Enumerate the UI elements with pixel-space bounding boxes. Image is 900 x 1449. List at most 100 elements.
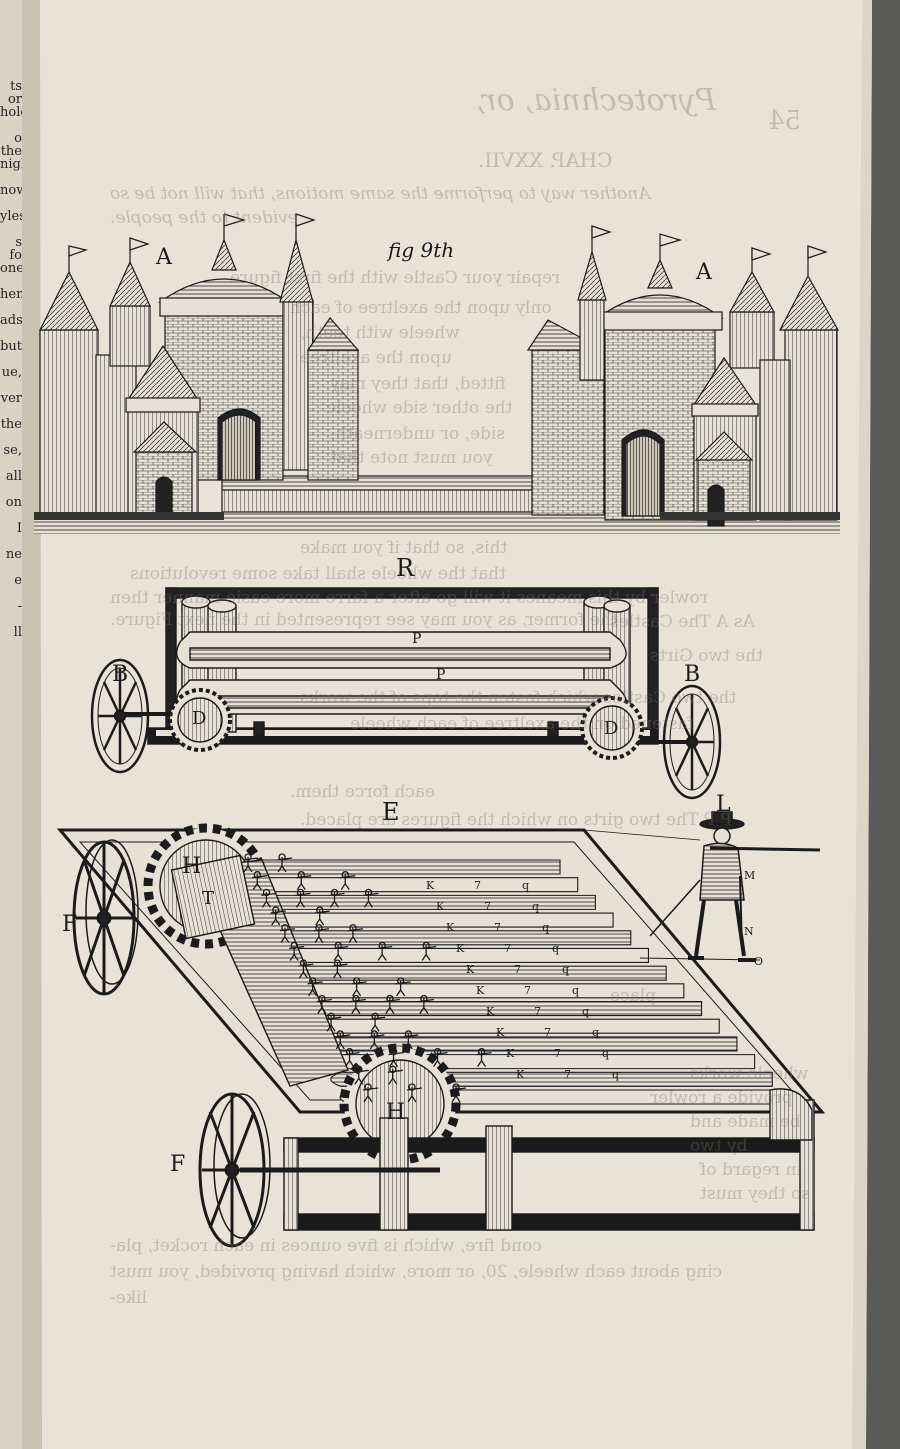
ghost-line: As A The Castles (610, 612, 755, 632)
rocket-figure (432, 1047, 448, 1067)
ghost-line: repair your Castle with the first figure (230, 268, 561, 288)
ghost-line: wheele works (690, 1064, 809, 1084)
margin-fragment: night (0, 158, 22, 171)
girt-mark-k: K (486, 1005, 495, 1018)
label-frame-r: R (396, 554, 415, 582)
girt-mark-seven: 7 (494, 921, 501, 934)
ghost-line: upon the axeltree (300, 348, 452, 368)
girt-mark-q: q (552, 942, 560, 955)
margin-fragment: ads (0, 314, 22, 327)
margin-fragment: o the (0, 132, 22, 158)
girt-mark-seven: 7 (484, 900, 491, 913)
label-mark-m: M (744, 869, 756, 882)
rocket-figure (276, 853, 293, 873)
girt-mark-q: q (602, 1047, 610, 1060)
rocket-figure (476, 1047, 492, 1067)
chapter-heading: CHAP. XXVII. (478, 148, 613, 172)
margin-fragment: but (0, 340, 22, 353)
rocket-figure (344, 1047, 360, 1067)
margin-fragment: s fo (9, 236, 22, 262)
label-wheel-left: B (112, 662, 129, 687)
girt-mark-seven: 7 (504, 942, 511, 955)
rocket-figure (347, 924, 364, 944)
girt-figures (242, 853, 492, 1103)
rocket-figure (261, 888, 277, 908)
girt-mark-q: q (532, 900, 540, 913)
rocket-figure (418, 994, 434, 1014)
girt-mark-k: K (506, 1047, 515, 1060)
wheel-upper-large (72, 839, 139, 996)
rocket-figure (388, 1047, 404, 1067)
ghost-line: the former, as you may see represented i… (110, 610, 618, 630)
rocket-figure (350, 994, 366, 1014)
girt-band (247, 912, 614, 928)
label-cog-lower: H (386, 1100, 406, 1125)
girt-mark-k: K (436, 900, 445, 913)
rocket-figure (295, 888, 311, 908)
rocket-figure (335, 1030, 351, 1050)
margin-fragment: all (5, 470, 22, 483)
girt-mark-seven: 7 (514, 963, 521, 976)
ghost-line: the other side wheele (326, 398, 513, 418)
ghost-line: P P The two girts on which the figures a… (300, 810, 733, 830)
girt-mark-q: q (582, 1005, 590, 1018)
margin-fragment: one (0, 262, 22, 275)
margin-fragment: hen (0, 288, 22, 301)
label-frame-e: E (382, 798, 400, 826)
girt-mark-k: K (516, 1068, 525, 1081)
girt-band (256, 930, 632, 946)
ghost-line: fitted, that they may (330, 374, 506, 394)
rocket-figure (325, 1012, 342, 1032)
ghost-line: in regard of (700, 1160, 802, 1180)
rocket-figure (351, 977, 367, 997)
margin-fragment: e (14, 574, 22, 587)
rocket-figure (340, 871, 356, 891)
ghost-line: the two Castles which fasten the tops of… (300, 688, 737, 708)
ghost-line: like- (110, 1288, 147, 1308)
rocket-figure (363, 888, 379, 908)
ghost-line: cing about each wheele, 20, or more, whi… (110, 1262, 723, 1282)
label-girt-lower: P (436, 667, 446, 683)
girt-band (302, 1018, 720, 1034)
rocket-figure (403, 1030, 419, 1050)
ghost-line: so they must (700, 1184, 810, 1204)
girt-band (237, 894, 596, 910)
margin-fragment: - (17, 600, 22, 613)
girt-mark-q: q (612, 1068, 620, 1081)
rocket-figure (353, 1065, 369, 1085)
margin-fragment: I (16, 522, 22, 535)
margin-fragment: hole (0, 106, 22, 119)
margin-fragment: ts or (7, 80, 22, 106)
girt-mark-q: q (542, 921, 550, 934)
margin-fragment: se, (3, 444, 23, 457)
margin-fragment: ll (13, 626, 22, 639)
ghost-line: cond fire, which is five ounces in each … (110, 1236, 542, 1256)
castle-right (526, 225, 840, 527)
rocket-figure (332, 959, 348, 979)
label-wheel-upper: F (62, 912, 78, 937)
rocket-figure (313, 924, 330, 944)
label-castle-left: A (156, 245, 172, 270)
label-cog-upper: H (182, 854, 202, 879)
ghost-line: wheele with teeth, (300, 323, 460, 343)
girt-mark-q: q (522, 879, 530, 892)
margin-fragment: ver (0, 392, 22, 405)
girt-mark-k: K (496, 1026, 505, 1039)
ghost-line: that the wheele shall take some revoluti… (130, 564, 506, 584)
ghost-line: provide a rowler (650, 1088, 793, 1108)
label-cog-right: D (604, 718, 619, 739)
girt-mark-k: K (476, 984, 485, 997)
wheel-left-small (90, 658, 150, 774)
castle-left (34, 213, 360, 520)
chapter-subtitle-2: evident to the people. (110, 208, 298, 228)
ghost-line: you must note that (330, 448, 493, 468)
chapter-subtitle-1: Another way to performe the same motions… (110, 184, 651, 204)
rocket-figure (384, 994, 400, 1014)
rocket-figure (289, 941, 305, 961)
wheel-lower-large (198, 1092, 271, 1248)
label-castle-right: A (696, 260, 712, 285)
margin-fragment: ue, (1, 366, 22, 379)
girt-mark-q: q (562, 963, 570, 976)
rocket-figure (333, 941, 349, 961)
musketeer-figure (639, 811, 821, 962)
